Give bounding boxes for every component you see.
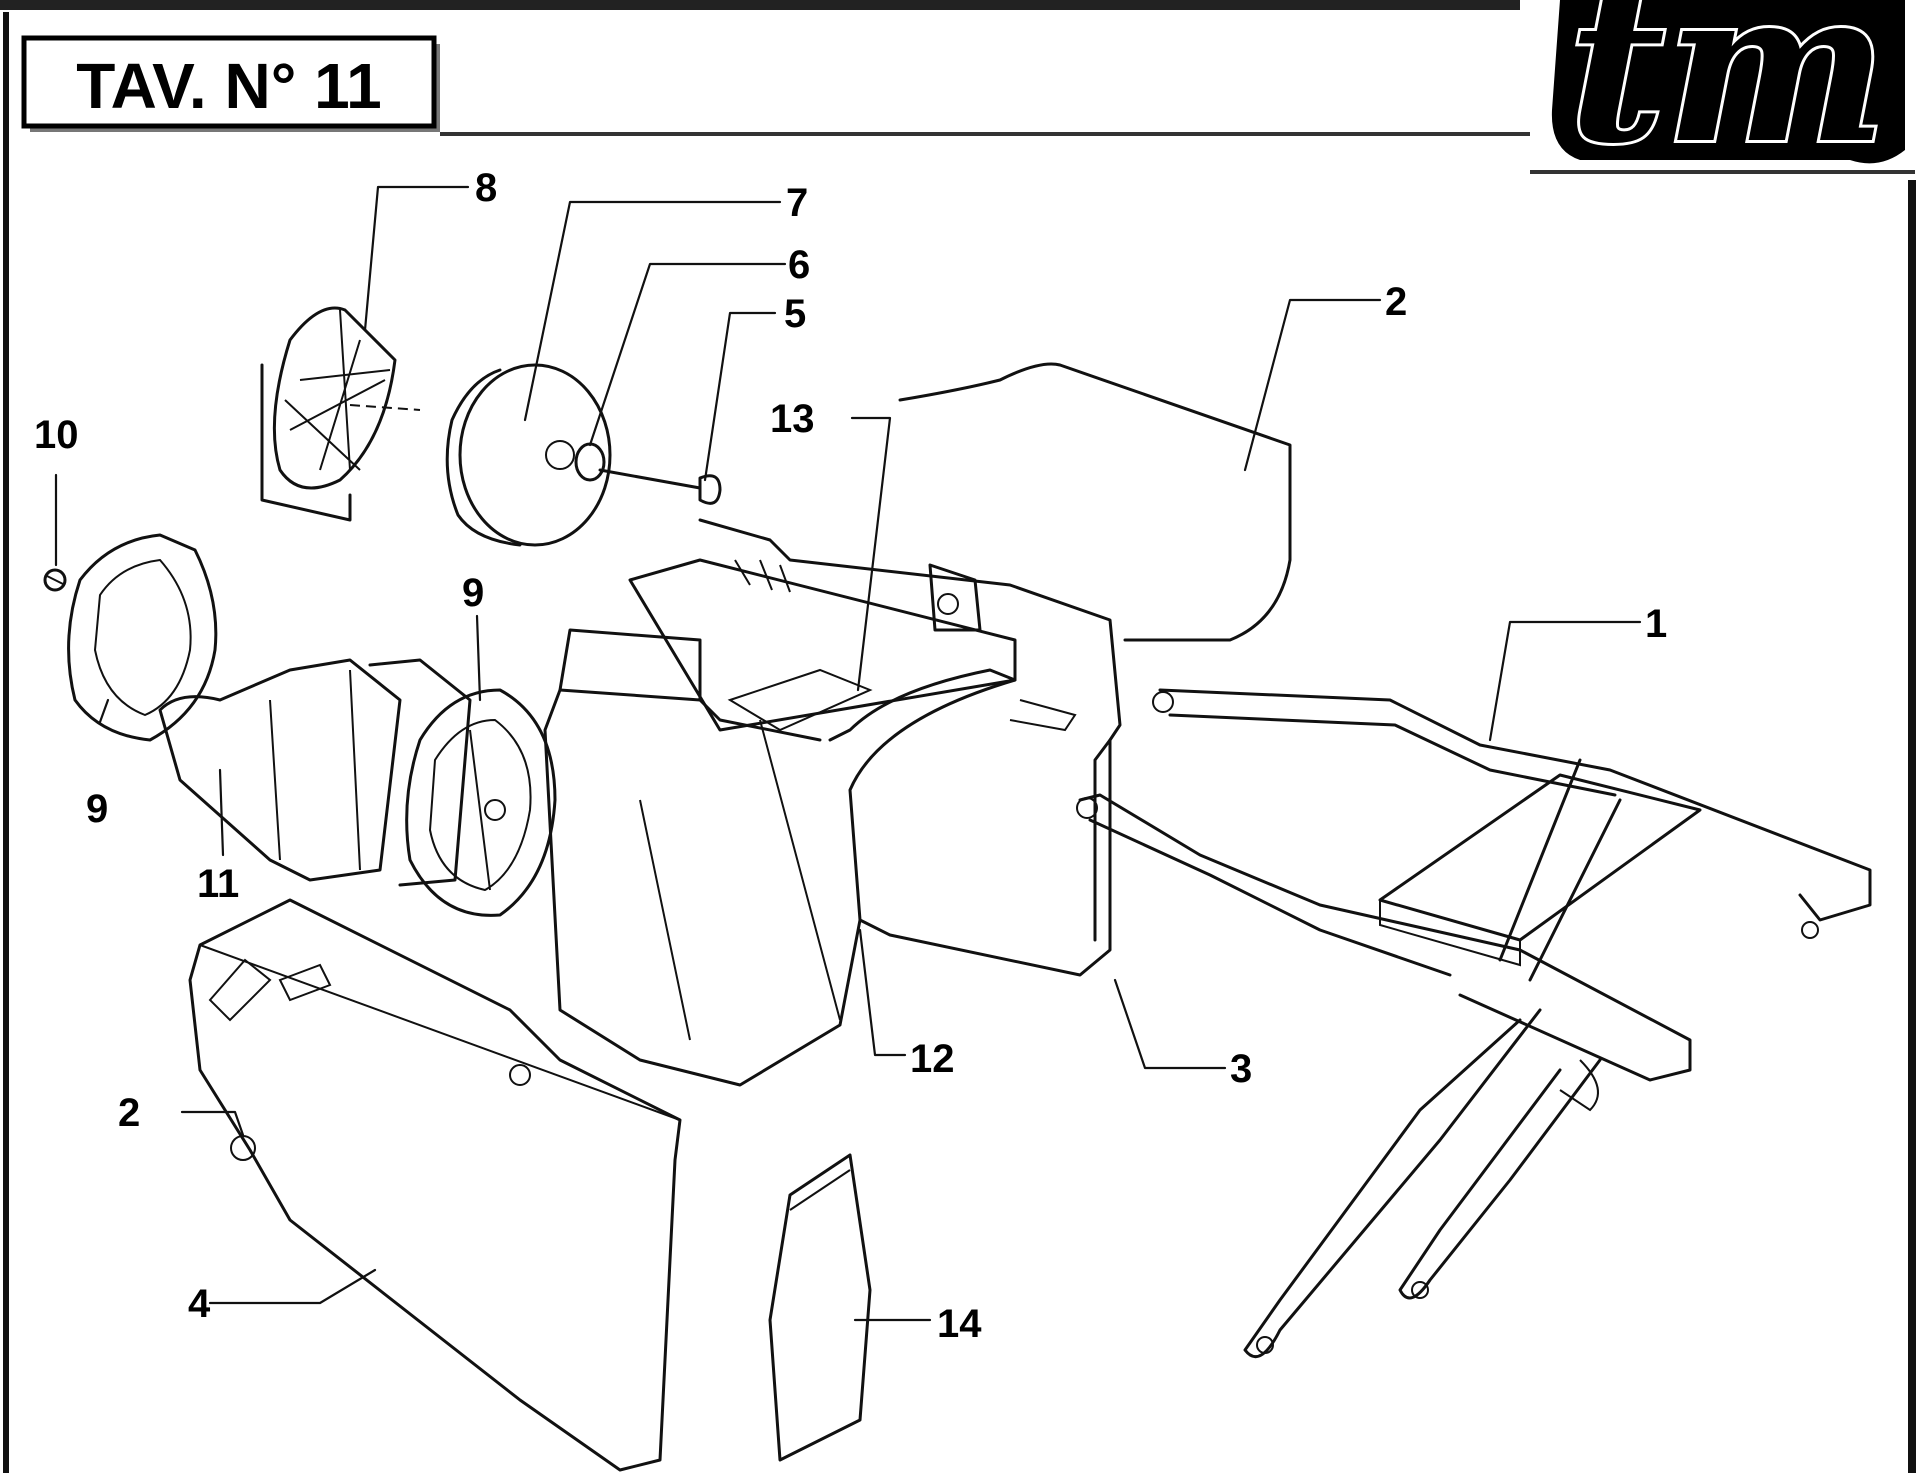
callout-6: 6 [788,243,810,287]
part-4-side-panel-left [188,898,682,1472]
title-box: TAV. N° 11 [21,35,440,132]
part-2-side-cover-right [898,362,1292,642]
part-14-guard [768,1153,872,1462]
callout-7: 7 [786,181,808,225]
callout-9-left: 9 [86,787,108,831]
leader-lines [54,185,1642,1322]
part-1-subframe [1076,688,1872,1359]
part-9-gasket-right [405,688,557,917]
page-title: TAV. N° 11 [76,50,381,122]
logo-text-shadow: tm [1568,0,1887,190]
callout-13: 13 [770,397,815,441]
callout-2-upper: 2 [1385,280,1407,324]
part-7-filter-element [445,363,612,547]
brand-logo: tm tm [1551,0,1905,193]
callout-8: 8 [475,166,497,210]
callout-5: 5 [784,292,806,336]
part-12-duct [543,628,1017,1087]
part-5-bolt [598,468,722,505]
callout-11: 11 [197,862,239,906]
callout-2-lower: 2 [118,1091,140,1135]
callout-9-right: 9 [462,571,484,615]
logo-text: tm [1568,0,1887,190]
part-11-intake-housing [158,658,472,887]
callout-10: 10 [34,413,79,457]
callout-12: 12 [910,1037,955,1081]
callout-labels: 1 2 2 3 4 5 6 7 8 9 9 10 11 12 13 14 [34,166,1667,1346]
callout-3: 3 [1230,1047,1252,1091]
part-9-gasket-left [67,533,218,742]
callout-4: 4 [188,1282,211,1326]
callout-1: 1 [1645,602,1667,646]
part-3-airbox [698,518,1122,977]
part-10-nut [43,568,67,592]
part-6-washer [574,442,606,482]
callout-14: 14 [937,1302,982,1346]
part-8-filter-cage [260,306,421,522]
